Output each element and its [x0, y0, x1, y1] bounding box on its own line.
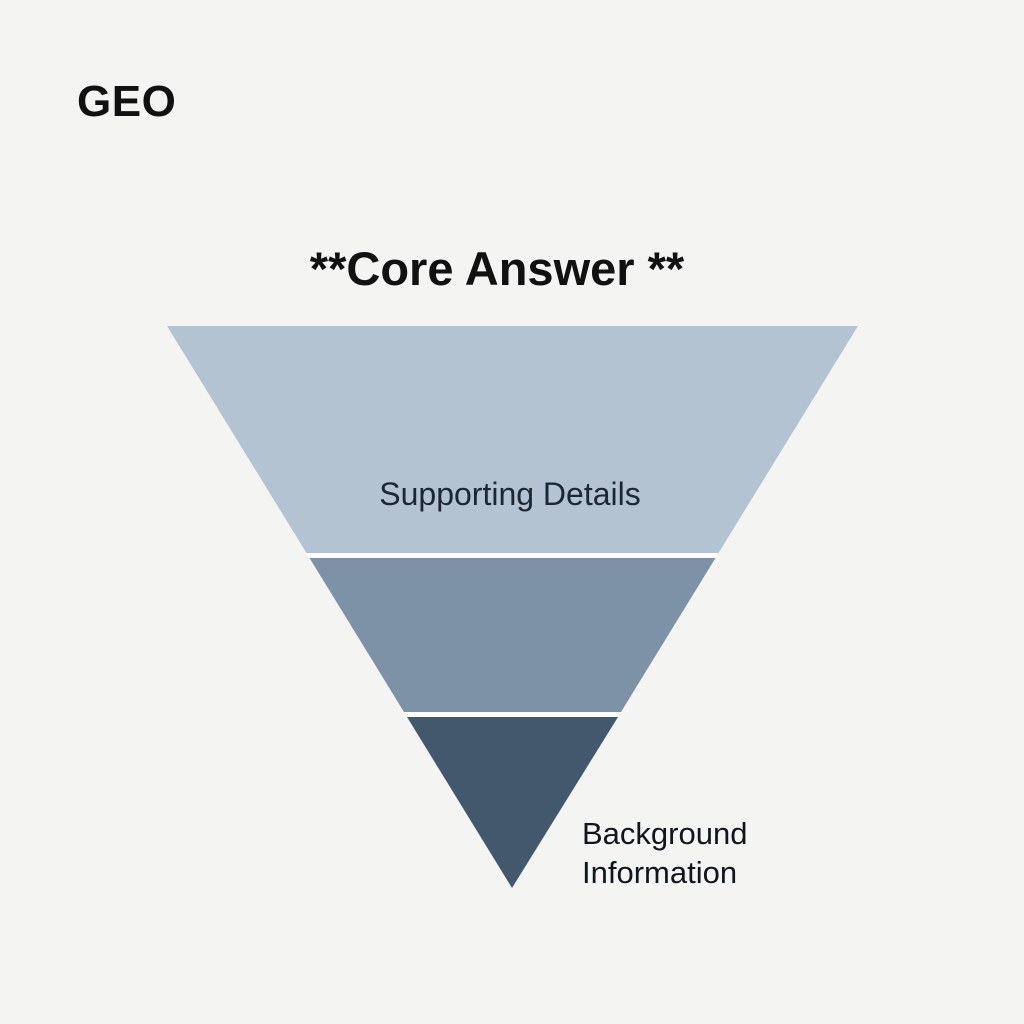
pyramid-level-top-label: Supporting Details — [379, 476, 641, 512]
pyramid-level-bottom — [407, 717, 618, 888]
pyramid-level-middle — [309, 558, 716, 712]
pyramid-level-top — [167, 326, 858, 553]
brand-label: GEO — [77, 77, 177, 126]
diagram-title: **Core Answer ** — [309, 242, 685, 295]
background-information-label: Background Information — [582, 816, 748, 891]
